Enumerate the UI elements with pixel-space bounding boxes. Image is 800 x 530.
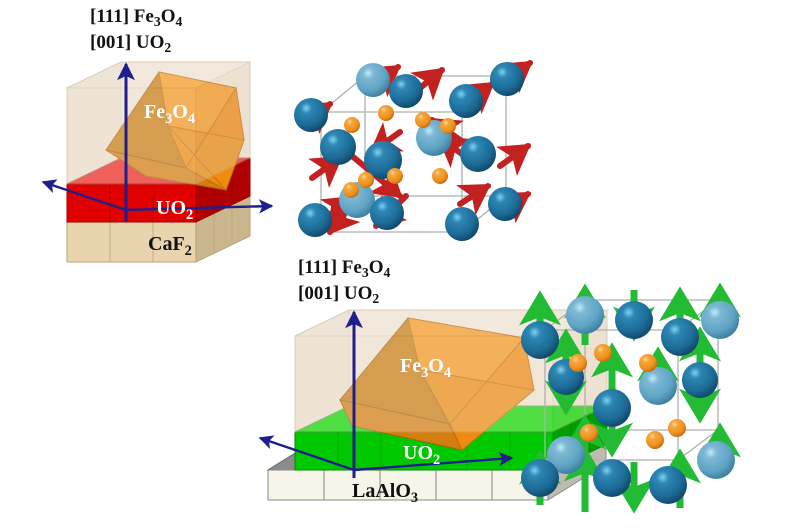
axis-arrows-top-left	[41, 62, 274, 222]
caf2-face-label: CaF2	[148, 233, 192, 259]
fe3o4-face-label-bottom: Fe3O4	[400, 355, 451, 381]
fe3o4-face-label-top: Fe3O4	[144, 101, 195, 127]
axis-label-001-uo2-top: [001] UO2	[90, 32, 171, 55]
panel-top-right-unitcell	[294, 60, 533, 241]
uo2-face-label-bottom: UO2	[403, 442, 440, 468]
oxygen-spheres-bottom	[569, 344, 686, 449]
fe3o4-rotated-cube-2	[339, 317, 536, 451]
fe3o4-rotated-cube	[105, 71, 245, 191]
axis-label-001-uo2-bottom: [001] UO2	[298, 283, 379, 306]
oxygen-spheres-top	[343, 105, 456, 198]
translucent-outer-box-front	[66, 61, 251, 185]
laalo3-face-label: LaAlO3	[352, 480, 418, 506]
uo2-face-label-top: UO2	[156, 197, 193, 223]
axis-label-111-fe3o4-bottom: [111] Fe3O4	[298, 257, 390, 280]
axis-label-111-fe3o4-top: [111] Fe3O4	[90, 6, 182, 29]
panel-top-left-stack: [111] Fe3O4 [001] UO2 Fe3O4 UO2 CaF2	[41, 6, 274, 263]
panel-bottom-right-unitcell	[519, 282, 741, 514]
axis-arrows-bottom-left	[258, 310, 514, 478]
